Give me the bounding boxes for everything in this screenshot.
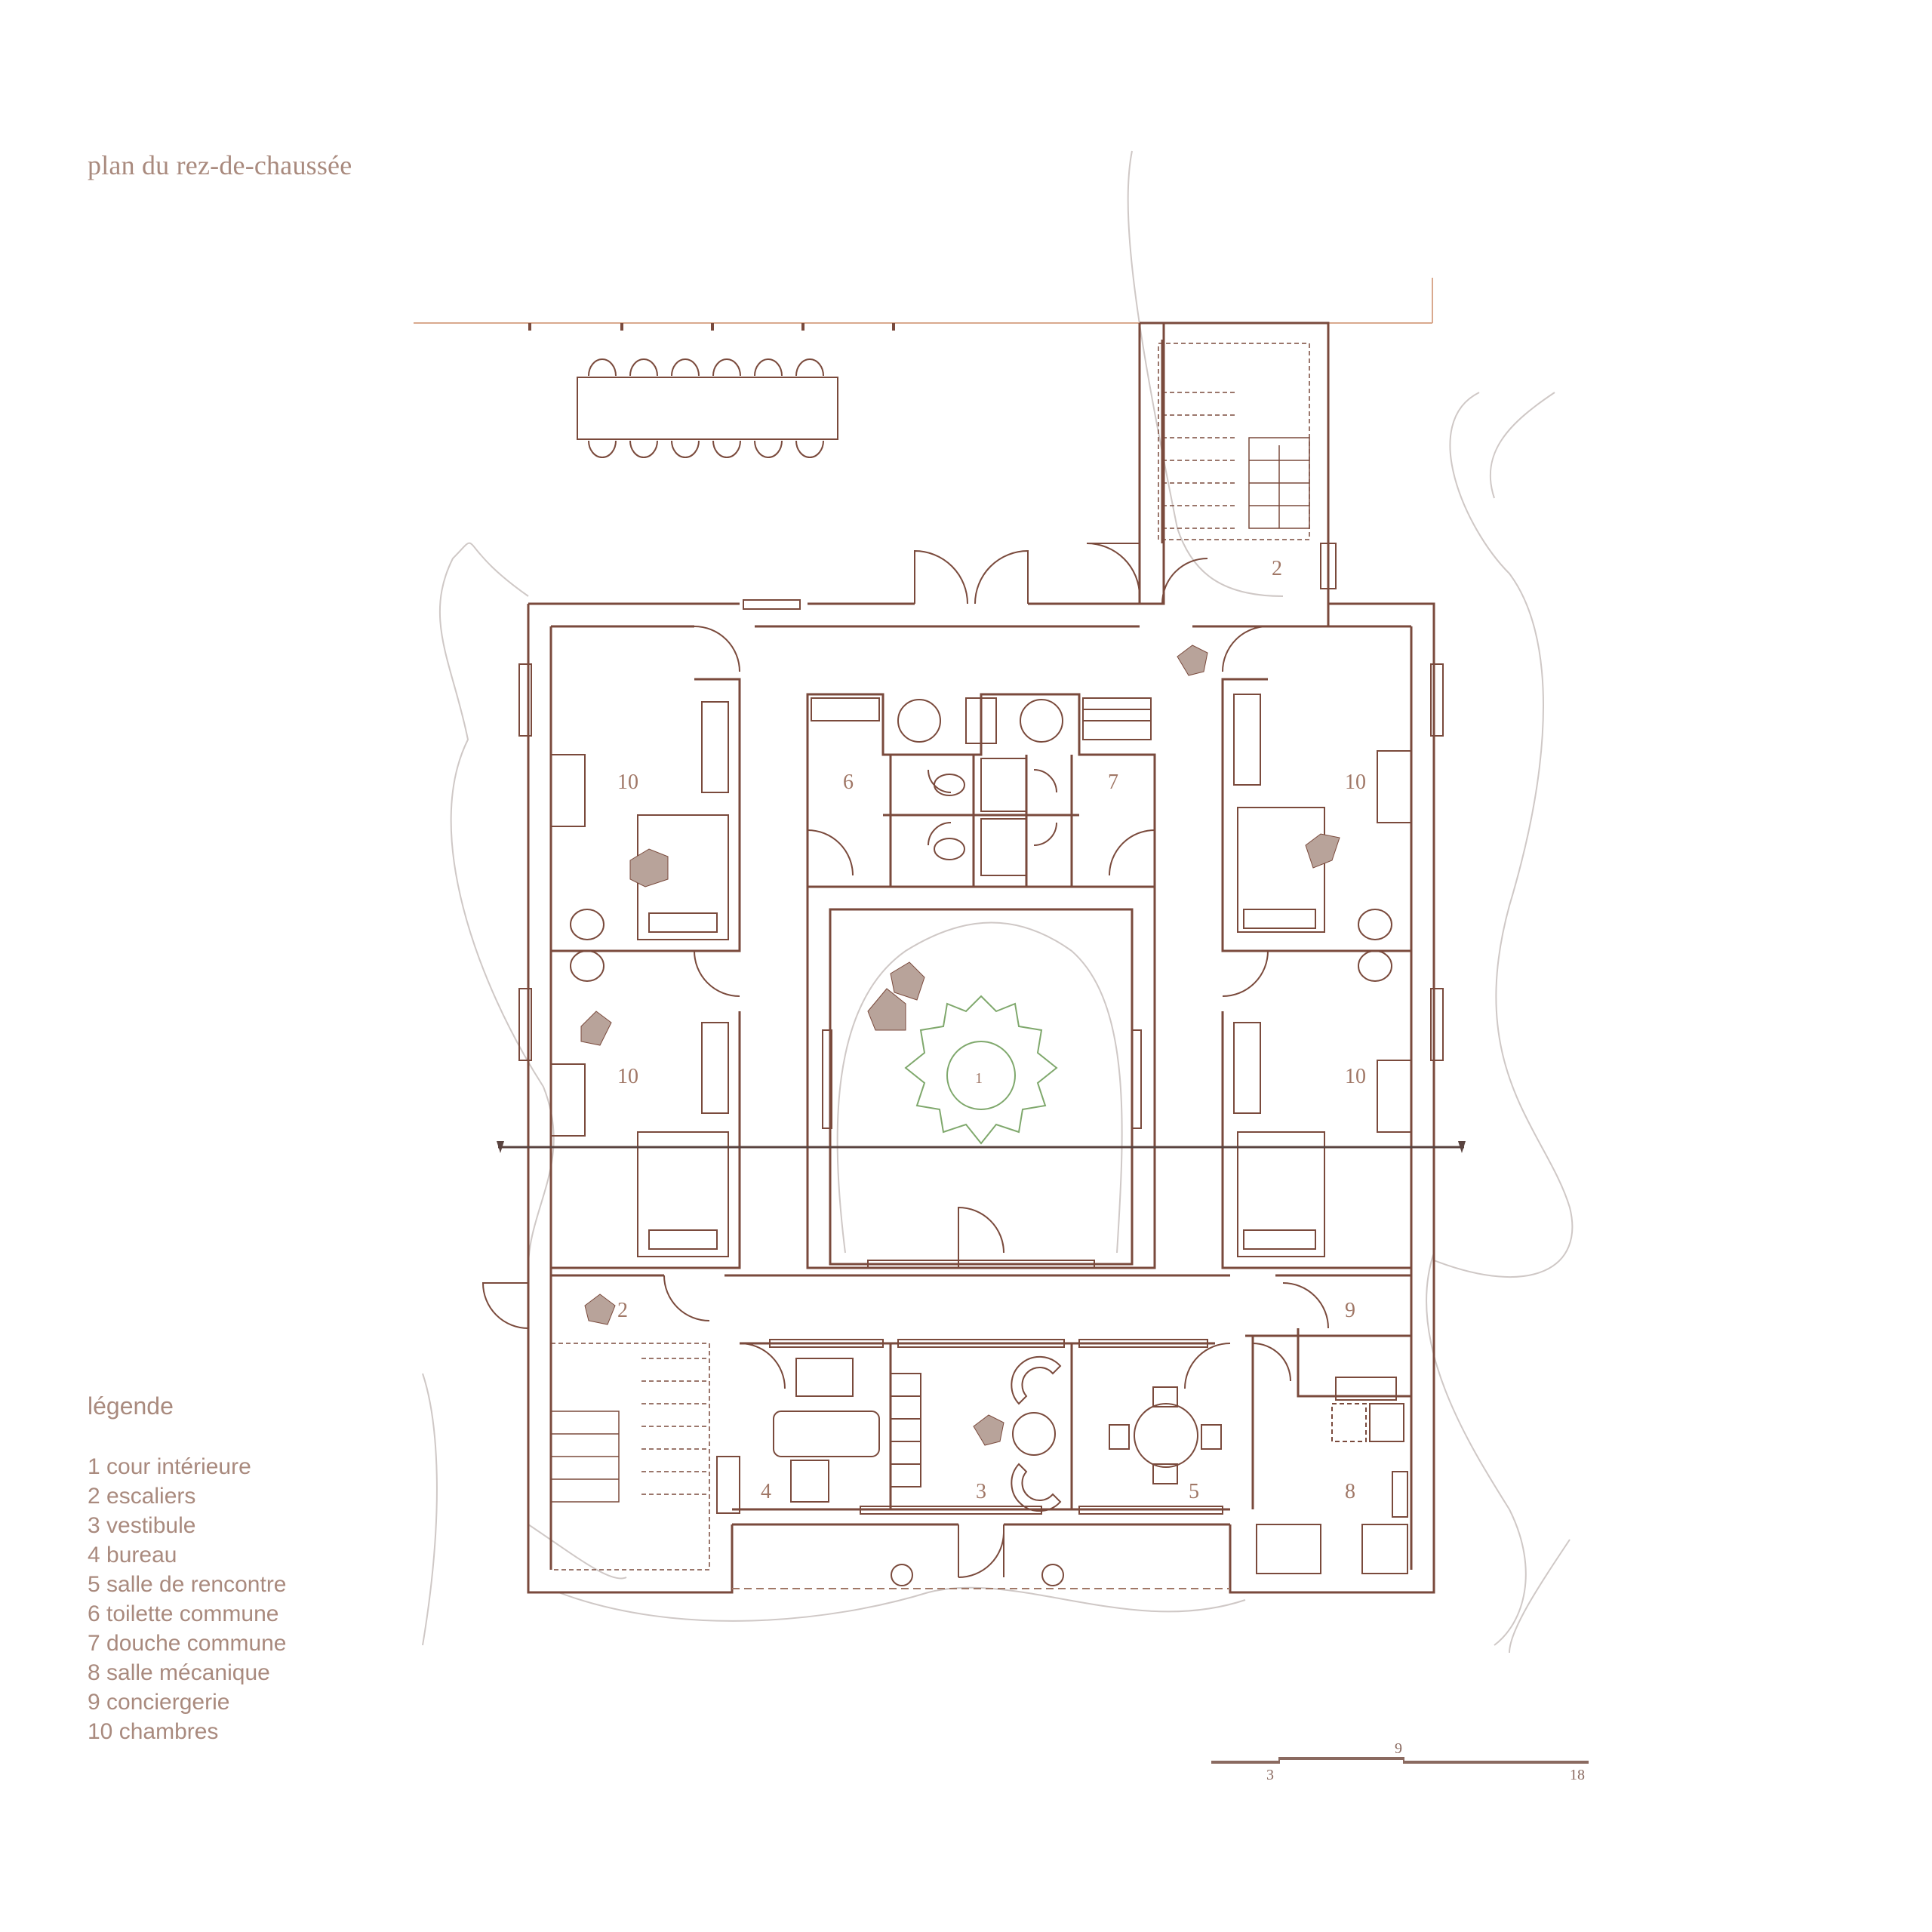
legend-item: 8 salle mécanique (88, 1660, 270, 1685)
room-label-room-nw: 10 (617, 771, 638, 794)
legend-heading: légende (88, 1392, 174, 1420)
scale-right: 18 (1570, 1767, 1585, 1783)
legend-item: 3 vestibule (88, 1513, 196, 1538)
courtyard-tree (904, 995, 1058, 1145)
room-label-stair-bottom: 2 (617, 1299, 628, 1322)
legend-item: 10 chambres (88, 1719, 219, 1744)
room-furniture (550, 694, 1412, 1586)
room-label-vestibule: 3 (976, 1480, 986, 1503)
legend-item: 5 salle de rencontre (88, 1572, 287, 1597)
outdoor-dining-table (577, 358, 838, 458)
room-label-courtyard: 1 (975, 1070, 983, 1087)
garden-fence (414, 278, 1433, 324)
scale-bar: 9 3 18 (1211, 1740, 1589, 1783)
legend-item: 6 toilette commune (88, 1601, 279, 1626)
room-label-room-ne: 10 (1345, 771, 1366, 794)
room-label-room-e: 10 (1345, 1065, 1366, 1088)
room-label-concierge: 9 (1345, 1299, 1355, 1322)
legend-item: 2 escaliers (88, 1484, 196, 1509)
room-label-meeting: 5 (1189, 1480, 1199, 1503)
section-line (497, 1141, 1466, 1153)
room-label-shower: 7 (1108, 771, 1118, 794)
scale-mid: 9 (1395, 1740, 1402, 1757)
fence-posts (528, 323, 895, 331)
room-label-toilet: 6 (843, 771, 854, 794)
legend: légende 1 cour intérieure 2 escaliers 3 … (88, 1392, 287, 1746)
legend-list: 1 cour intérieure 2 escaliers 3 vestibul… (88, 1452, 287, 1746)
room-label-mechanical: 8 (1345, 1480, 1355, 1503)
room-label-room-w: 10 (617, 1065, 638, 1088)
room-label-stair-top: 2 (1272, 557, 1282, 580)
courtyard: 1 (836, 921, 1123, 1254)
stair-top (1158, 343, 1310, 540)
door-swings (481, 543, 1329, 1578)
plan-title: plan du rez-de-chaussée (88, 150, 352, 180)
room-numbers: 2 6 7 10 10 10 10 2 9 4 3 5 8 (617, 557, 1366, 1503)
people (580, 645, 1340, 1446)
windows (518, 543, 1444, 1515)
scale-left: 3 (1266, 1767, 1274, 1783)
legend-item: 7 douche commune (88, 1631, 287, 1656)
legend-item: 1 cour intérieure (88, 1454, 251, 1479)
legend-item: 9 conciergerie (88, 1690, 230, 1715)
stair-bottom (550, 1343, 710, 1571)
room-label-office: 4 (761, 1480, 771, 1503)
building-walls (527, 321, 1435, 1594)
legend-item: 4 bureau (88, 1543, 177, 1567)
